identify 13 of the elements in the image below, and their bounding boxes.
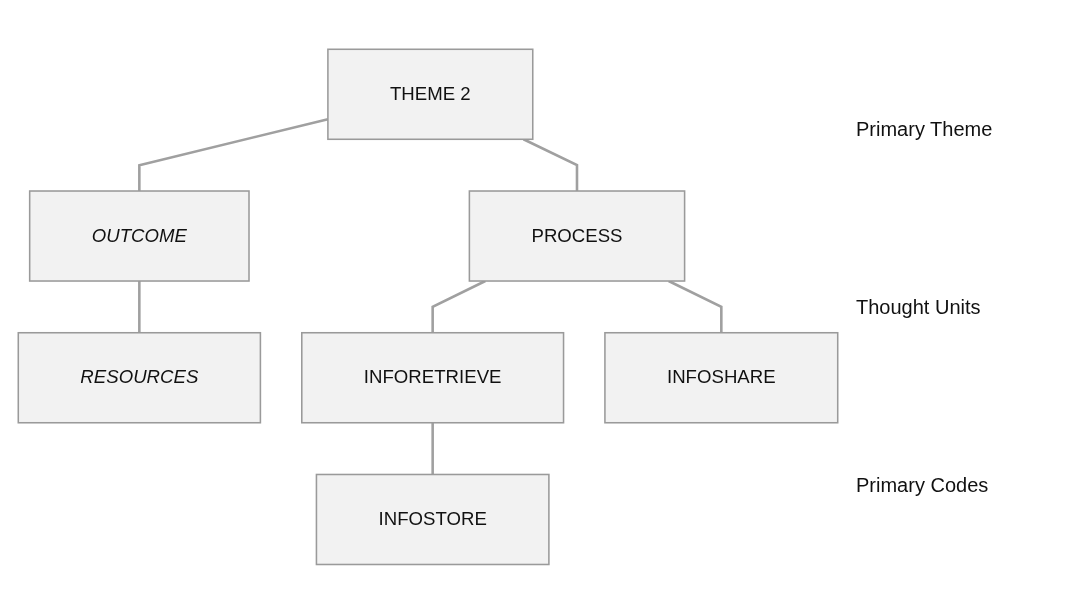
node-box: RESOURCES [17, 332, 262, 424]
connector [431, 422, 434, 475]
connector [138, 281, 141, 333]
level-label: Thought Units [856, 295, 982, 319]
level-label: Primary Theme [856, 117, 994, 141]
node-box: INFOSHARE [604, 332, 839, 424]
node-box: INFOSTORE [315, 473, 550, 566]
node-box: THEME 2 [327, 48, 534, 141]
node-box: PROCESS [468, 190, 686, 282]
node-box: INFORETRIEVE [301, 332, 565, 424]
connector [522, 138, 579, 192]
level-label: Primary Codes [856, 473, 990, 497]
node-box: OUTCOME [28, 190, 250, 282]
